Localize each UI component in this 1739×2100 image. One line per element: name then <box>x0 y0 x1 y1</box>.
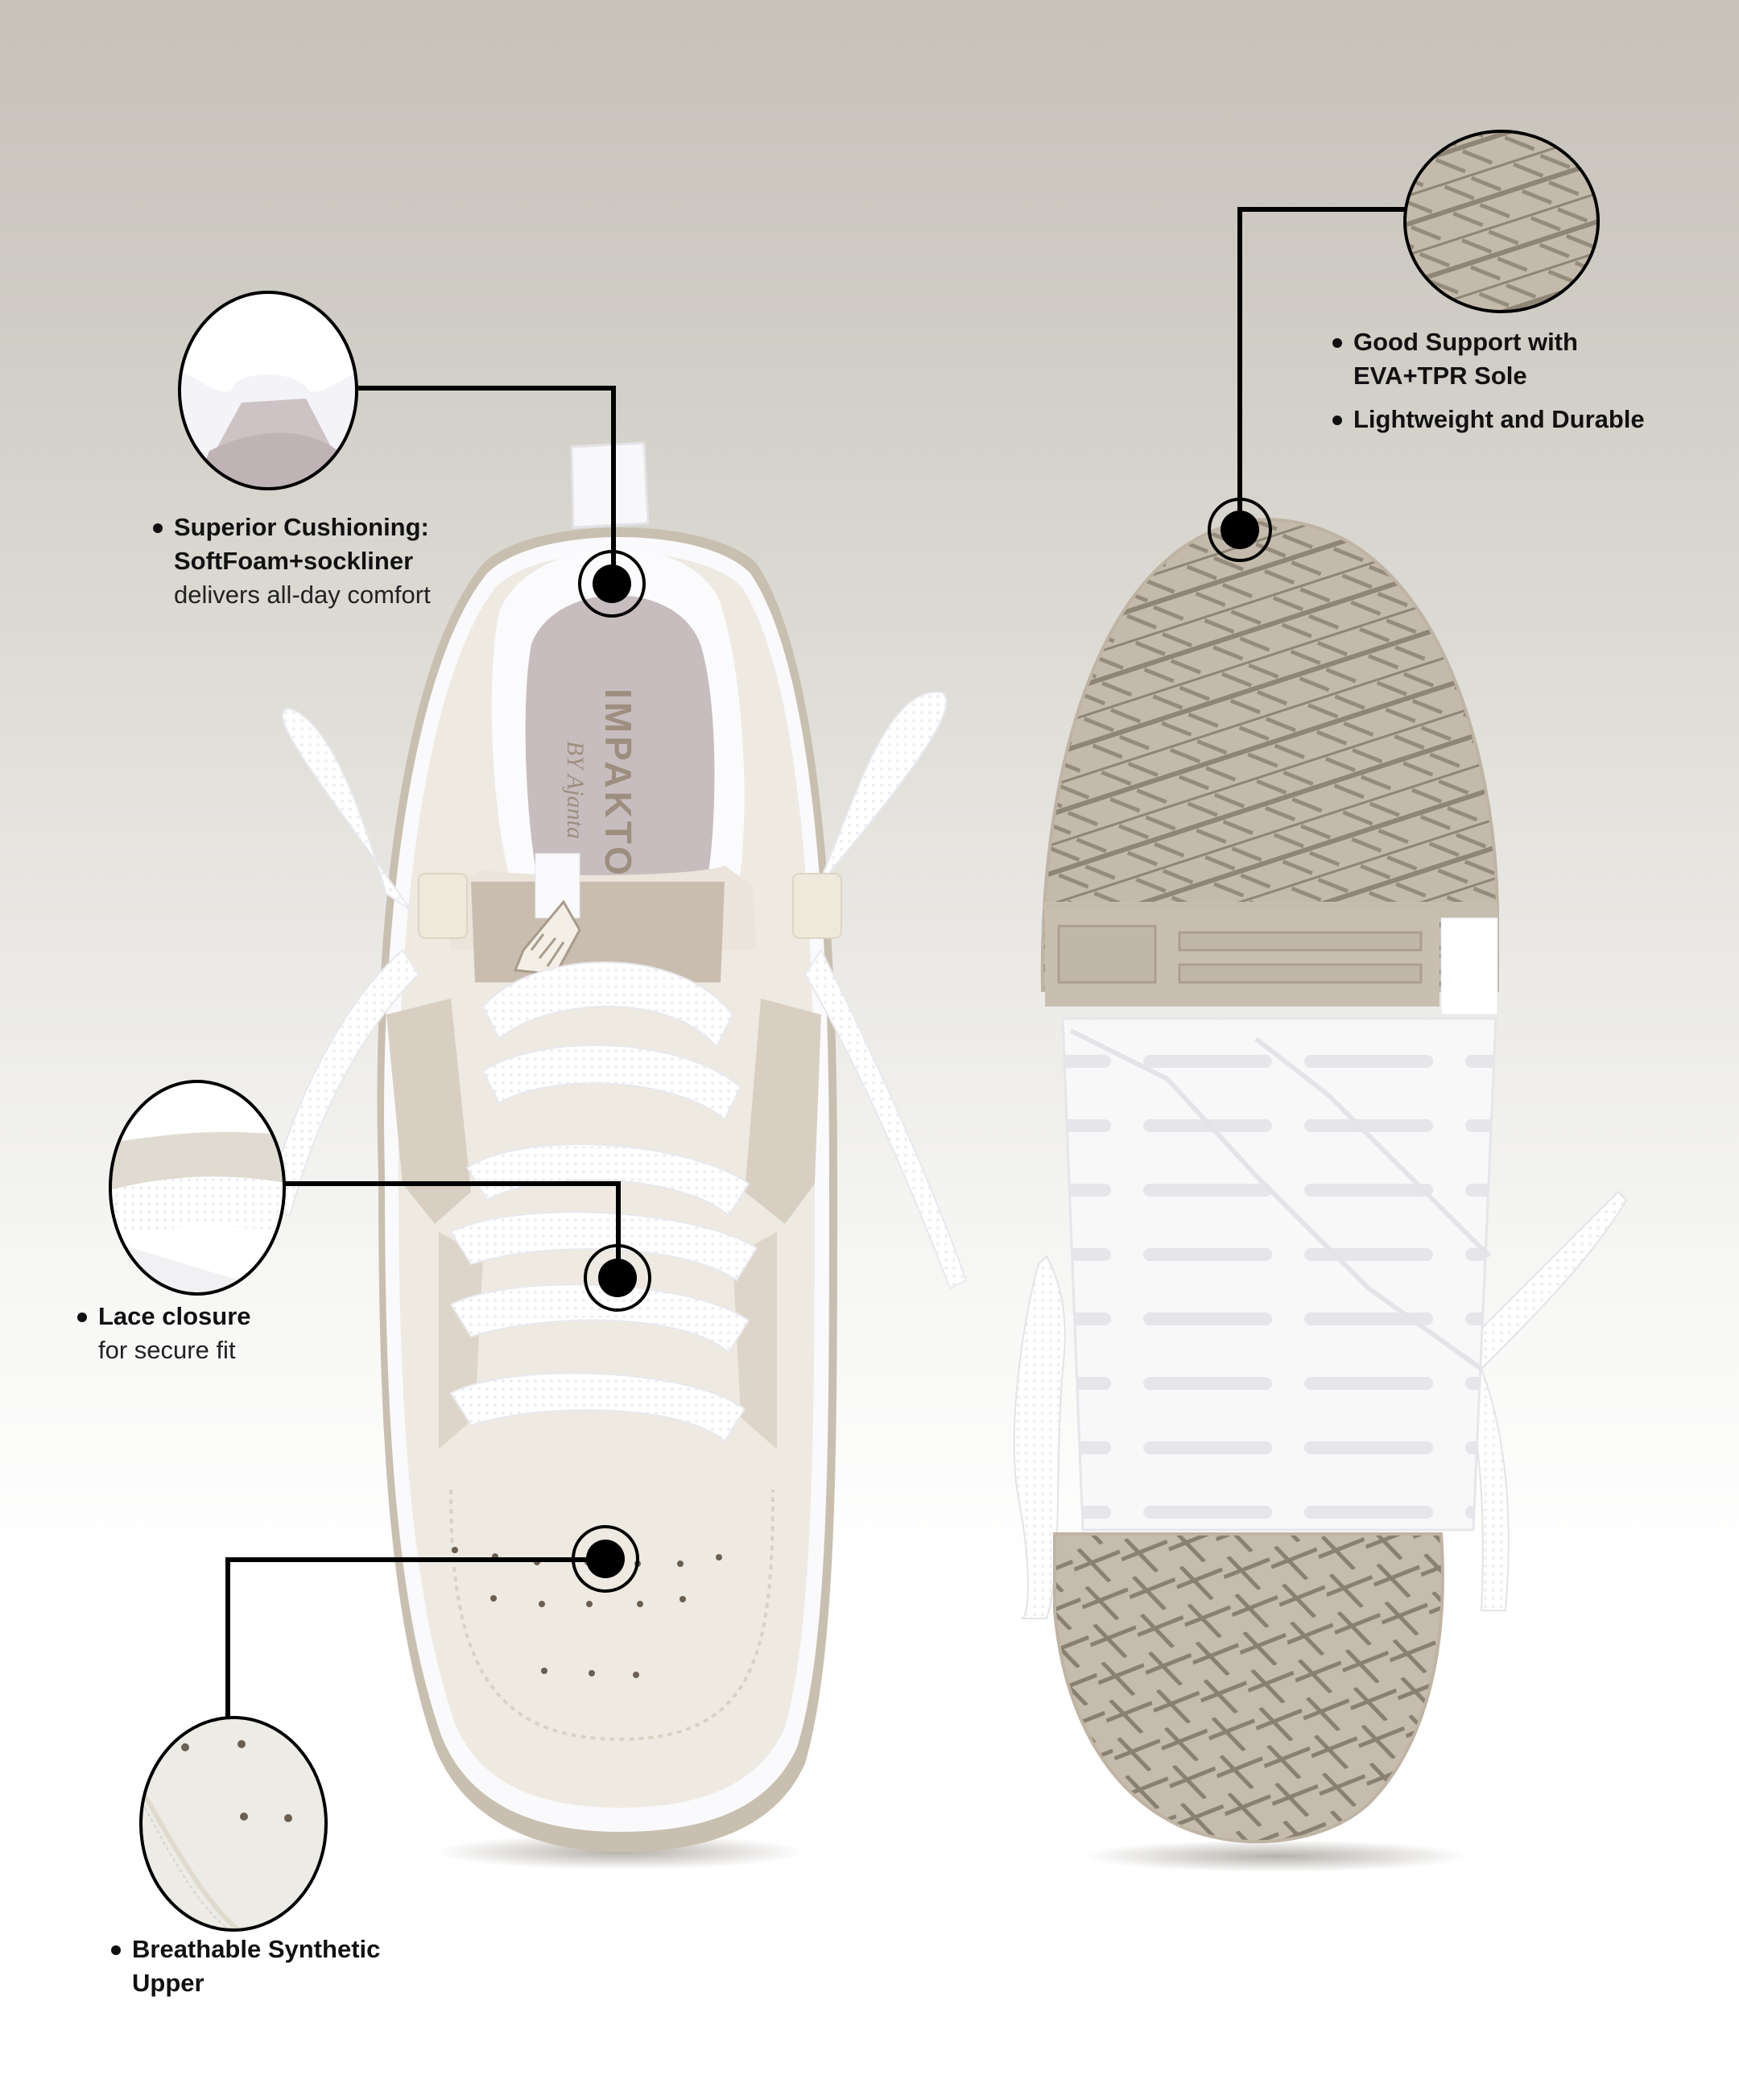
marker-toe-box <box>572 1525 639 1593</box>
right-shoe-sole-view <box>1013 517 1628 1872</box>
bullet-icon <box>153 523 163 533</box>
tongue-logo <box>513 899 581 976</box>
callout-title-line: Breathable Synthetic <box>132 1935 381 1963</box>
bullet-icon <box>1332 415 1342 425</box>
bullet-icon <box>111 1945 121 1955</box>
callout-cushioning: Superior Cushioning: SoftFoam+sockliner … <box>153 511 431 612</box>
callout-title-line: SoftFoam+sockliner <box>174 547 414 575</box>
zoom-circle-outsole <box>1403 130 1600 313</box>
callout-title-line: EVA+TPR Sole <box>1353 362 1527 390</box>
marker-laces <box>584 1244 651 1312</box>
zoom-circle-laces <box>109 1080 286 1296</box>
callout-detail: for secure fit <box>98 1336 236 1364</box>
callout-title-line: Good Support with <box>1353 328 1578 356</box>
callout-sole: Good Support with EVA+TPR Sole Lightweig… <box>1332 325 1645 436</box>
marker-heel-collar <box>578 550 646 618</box>
callout-lace: Lace closure for secure fit <box>77 1300 251 1367</box>
bullet-icon <box>77 1312 87 1322</box>
insole-logo-text: IMPAKTO <box>597 688 639 878</box>
zoom-circle-upper <box>139 1716 328 1932</box>
shoelaces <box>264 691 968 1443</box>
callout-title-line: Lace closure <box>98 1302 251 1330</box>
zoom-circle-heel-collar <box>178 291 358 490</box>
callout-title-line: Upper <box>132 1969 204 1997</box>
callout-title-line: Superior Cushioning: <box>174 513 429 541</box>
marker-outsole <box>1208 498 1272 562</box>
left-shoe-top-view: IMPAKTO BY Ajanta <box>264 441 968 1870</box>
bullet-icon <box>1332 338 1342 348</box>
callout-upper: Breathable Synthetic Upper <box>111 1933 380 2000</box>
callout-title-line: Lightweight and Durable <box>1353 405 1645 433</box>
insole-sub-text: BY Ajanta <box>562 741 589 839</box>
callout-detail: delivers all-day comfort <box>174 581 431 609</box>
